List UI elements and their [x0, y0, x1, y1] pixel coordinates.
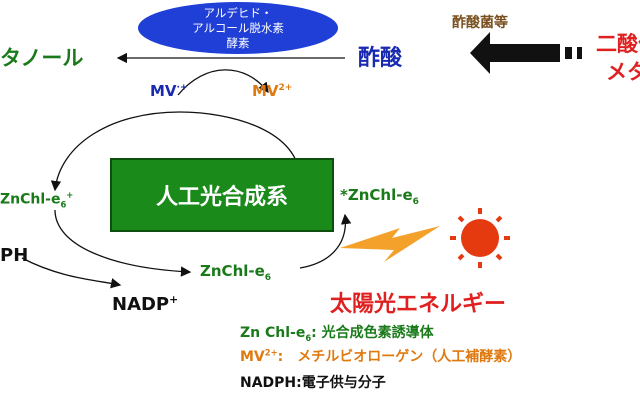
arrow-cycle-top: [50, 111, 301, 192]
sun-icon: [450, 208, 510, 268]
znchl-excited: *ZnChl-e6: [340, 186, 419, 207]
methanol-label: タノール: [0, 46, 84, 70]
solar-energy-label: 太陽光エネルギー: [330, 292, 507, 317]
legend-zn: Zn Chl-e6: 光合成色素誘導体: [240, 325, 434, 343]
znchl-cation: ZnChl-e6+: [0, 190, 74, 210]
enzyme-ellipse: アルデヒド・ アルコール脱水素 酵素: [138, 2, 338, 54]
lightning-icon: [340, 226, 440, 262]
nadp-plus-label: NADP+: [112, 293, 179, 315]
acetic-acid-label: 酢酸: [358, 46, 403, 71]
arrow-mv-cycle: [177, 69, 269, 96]
znchl-ground: ZnChl-e6: [200, 262, 272, 283]
arrow-nadph: [21, 257, 122, 289]
enzyme-line2: アルコール脱水素: [192, 20, 284, 35]
legend-nadph: NADPH:電子供与分子: [240, 375, 386, 391]
mv-radical: MV·+: [150, 82, 188, 100]
co2-line1: 二酸化: [596, 32, 640, 56]
nadph-label: PH: [0, 245, 29, 266]
co2-line2: メタ: [606, 60, 640, 84]
big-arrow: [470, 32, 560, 74]
arrow-cycle-left: [54, 209, 192, 277]
artificial-photosynthesis-box: 人工光合成系: [110, 158, 334, 232]
legend-mv: MV2+: メチルビオローゲン（人工補酵素）: [240, 347, 522, 365]
enzyme-line1: アルデヒド・: [203, 5, 273, 20]
arrow-cycle-right: [299, 213, 352, 269]
bacteria-label: 酢酸菌等: [452, 15, 508, 31]
enzyme-line3: 酵素: [226, 35, 250, 50]
mv-2plus: MV2+: [252, 82, 293, 100]
